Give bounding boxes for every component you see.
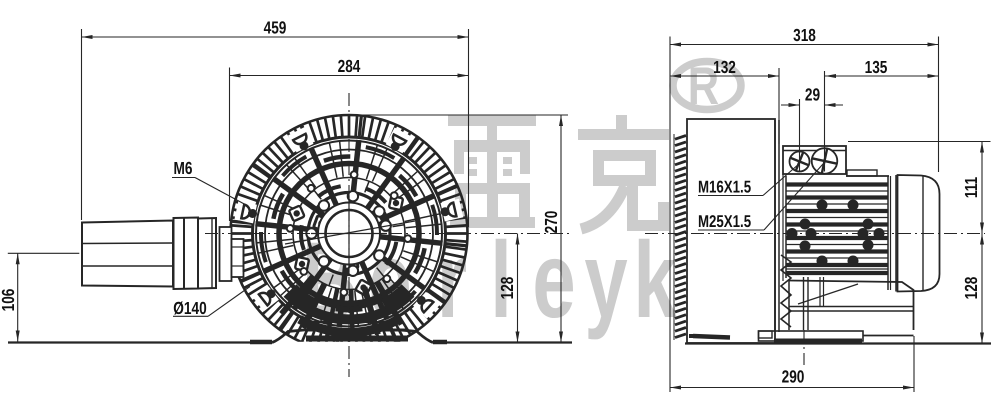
svg-text:29: 29 (805, 85, 820, 105)
svg-text:135: 135 (865, 57, 888, 77)
svg-text:111: 111 (961, 177, 981, 198)
svg-text:106: 106 (0, 288, 18, 311)
svg-text:284: 284 (338, 56, 361, 76)
svg-text:k: k (633, 219, 677, 340)
svg-text:e: e (532, 219, 575, 340)
svg-text:R: R (688, 57, 719, 116)
svg-text:270: 270 (541, 210, 561, 233)
svg-text:318: 318 (793, 25, 816, 45)
svg-text:l: l (490, 219, 512, 340)
svg-text:132: 132 (713, 57, 736, 77)
svg-text:128: 128 (961, 276, 981, 299)
svg-text:M16X1.5: M16X1.5 (698, 178, 751, 197)
svg-text:y: y (584, 219, 627, 340)
svg-text:Ø140: Ø140 (173, 298, 207, 318)
svg-text:459: 459 (264, 18, 287, 38)
svg-text:290: 290 (782, 367, 805, 387)
svg-text:128: 128 (497, 276, 517, 299)
svg-text:M25X1.5: M25X1.5 (698, 212, 751, 231)
svg-text:M6: M6 (174, 158, 193, 178)
